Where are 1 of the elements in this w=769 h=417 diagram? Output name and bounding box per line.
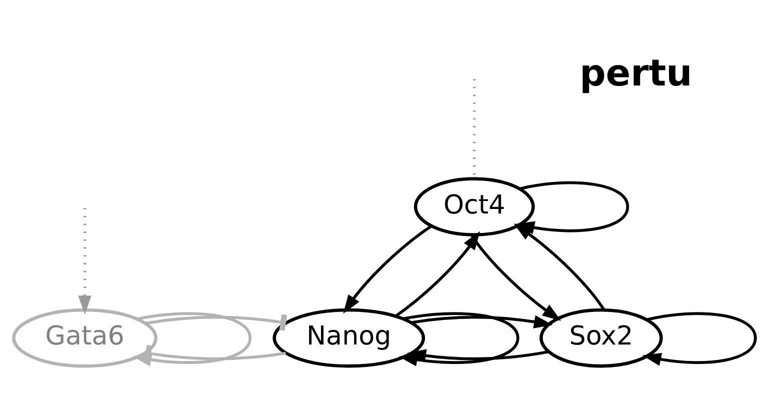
label: pertu	[580, 50, 692, 94]
